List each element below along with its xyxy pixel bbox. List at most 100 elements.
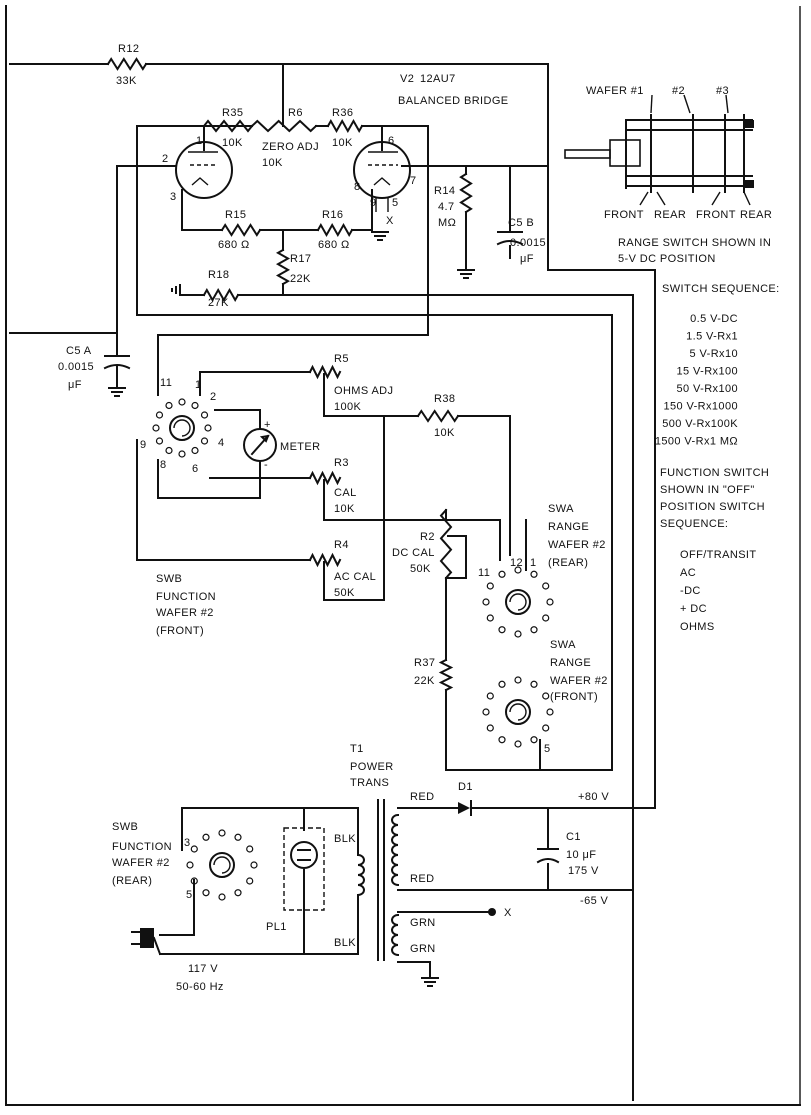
resistor-r36 — [326, 118, 364, 134]
swa-front-contact — [530, 680, 538, 688]
label-r17: R17 — [290, 253, 311, 265]
swa-rear-contact — [486, 582, 494, 590]
capacitor-c5a — [103, 332, 131, 389]
label-grn-bottom: GRN — [410, 943, 436, 955]
tube-v2b — [353, 141, 411, 212]
swb-front-contact — [152, 424, 160, 432]
label-r38: R38 — [434, 393, 455, 405]
swb-front-contact — [200, 437, 209, 445]
wafer-label-3: #3 — [716, 85, 729, 97]
label-r15-value: 680 Ω — [218, 239, 250, 251]
pin-2: 2 — [162, 153, 169, 165]
swa-front-pin-5: 5 — [544, 743, 551, 755]
rotary-switches — [169, 415, 531, 878]
swa-rear-l2: RANGE — [548, 521, 589, 533]
swb-pin-2: 2 — [210, 391, 217, 403]
label-v2-desc: BALANCED BRIDGE — [398, 95, 509, 107]
label-pl1: PL1 — [266, 921, 287, 933]
label-red-bottom: RED — [410, 873, 434, 885]
swb-front-l4: (FRONT) — [156, 625, 204, 637]
sequence-item: 500 V-Rx100K — [662, 418, 738, 430]
labels: R12 33K V2 12AU7 BALANCED BRIDGE R35 10K… — [58, 43, 780, 993]
swb-front-l1: SWB — [156, 573, 182, 585]
function-switch-title: SEQUENCE: — [660, 518, 728, 530]
sequence-item: 150 V-Rx1000 — [663, 401, 738, 413]
label-r2: R2 — [420, 531, 435, 543]
wafer-bottom-4: REAR — [740, 209, 772, 221]
swa-front-contact — [514, 740, 522, 748]
swa-front-contact — [498, 736, 506, 744]
swb-rear-contact — [250, 861, 258, 869]
swb-rear-pin-5: 5 — [186, 889, 193, 901]
wafer-caption-2: 5-V DC POSITION — [618, 253, 716, 265]
swb-pin-4: 4 — [218, 437, 225, 449]
power-plug — [131, 928, 195, 956]
label-x-top: X — [386, 215, 394, 227]
resistor-r12 — [106, 57, 148, 71]
function-item: -DC — [680, 585, 701, 597]
switch-sequence-title: SWITCH SEQUENCE: — [662, 283, 780, 295]
swa-front-contact — [482, 708, 490, 716]
label-r16: R16 — [322, 209, 343, 221]
swb-pin-8: 8 — [160, 459, 167, 471]
tube-v2a — [175, 141, 233, 199]
pin-1: 1 — [196, 135, 203, 147]
resistor-r14 — [459, 172, 473, 214]
label-r3-name: CAL — [334, 487, 357, 499]
swa-rear-pin-1: 1 — [530, 557, 537, 569]
range-switch-drawing — [564, 94, 754, 206]
swa-front-contact — [486, 724, 494, 732]
label-r2-value: 50K — [410, 563, 431, 575]
label-r12-value: 33K — [116, 75, 137, 87]
label-r35: R35 — [222, 107, 243, 119]
swb-front-contact — [191, 401, 199, 410]
swa-front-contact — [486, 692, 494, 700]
swb-rear-l1: SWB — [112, 821, 138, 833]
swb-front-contact — [155, 437, 164, 445]
label-c5b: C5 B — [508, 217, 534, 229]
swb-front-contact — [165, 446, 173, 455]
label-c1-volts: 175 V — [568, 865, 599, 877]
label-red-top: RED — [410, 791, 434, 803]
swb-rear-l4: (REAR) — [112, 875, 152, 887]
swa-rear-contact — [482, 598, 490, 606]
pin-6: 6 — [388, 135, 395, 147]
swb-rear-contact — [202, 889, 210, 897]
label-r5-name: OHMS ADJ — [334, 385, 393, 397]
diode-d1 — [458, 800, 472, 816]
resistor-r17 — [275, 248, 291, 286]
resistor-r4 — [308, 552, 342, 568]
swa-rear-l3: WAFER #2 — [548, 539, 606, 551]
label-r37: R37 — [414, 657, 435, 669]
label-t1: T1 — [350, 743, 364, 755]
label-r6-name: ZERO ADJ — [262, 141, 319, 153]
label-r6-value: 10K — [262, 157, 283, 169]
swb-front-contact — [165, 401, 173, 410]
label-v2-type: 12AU7 — [420, 73, 456, 85]
wafer-bottom-3: FRONT — [696, 209, 736, 221]
label-r4-name: AC CAL — [334, 571, 376, 583]
function-item: OFF/TRANSIT — [680, 549, 757, 561]
wafer-caption-1: RANGE SWITCH SHOWN IN — [618, 237, 771, 249]
wafer-label-2: #2 — [672, 85, 685, 97]
resistor-r5 — [308, 364, 342, 380]
label-c1-value: 10 μF — [566, 849, 596, 861]
swb-rear-contact — [202, 833, 210, 841]
label-r12: R12 — [118, 43, 139, 55]
label-mains-volts: 117 V — [188, 963, 218, 975]
pin-8: 8 — [354, 181, 361, 193]
label-r36: R36 — [332, 107, 353, 119]
swa-front-contact — [542, 692, 550, 700]
label-r4-value: 50K — [334, 587, 355, 599]
label-r18-value: 27K — [208, 297, 229, 309]
swb-front-l3: WAFER #2 — [156, 607, 214, 619]
label-r36-value: 10K — [332, 137, 353, 149]
swa-rear-contact — [530, 570, 538, 578]
swa-rear-contact — [514, 566, 522, 574]
swb-rear-l3: WAFER #2 — [112, 857, 170, 869]
label-r3-value: 10K — [334, 503, 355, 515]
label-r15: R15 — [225, 209, 246, 221]
middle-wiring — [136, 334, 613, 771]
